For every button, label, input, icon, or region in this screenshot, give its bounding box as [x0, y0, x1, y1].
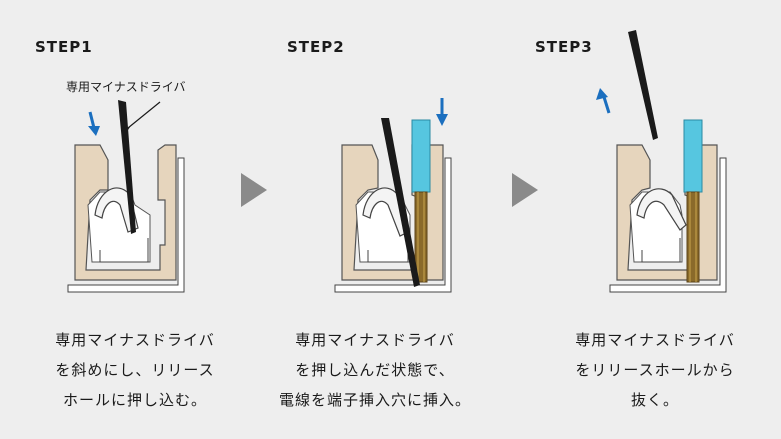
step1-caption-line1: 専用マイナスドライバ — [55, 331, 215, 349]
inner-frame — [641, 238, 681, 263]
clamp-spring — [636, 188, 687, 231]
blue-arrow-down-icon — [436, 98, 448, 126]
step2-terminal-diagram — [334, 98, 452, 293]
screwdriver — [118, 100, 136, 234]
blue-arrow-down-icon — [88, 111, 100, 136]
step2-caption-line2: を押し込んだ状態で、 — [295, 361, 455, 379]
screwdriver — [381, 118, 420, 287]
step1-caption: 専用マイナスドライバ を斜めにし、リリース ホールに押し込む。 — [35, 325, 235, 415]
step1-title: STEP1 — [35, 38, 93, 56]
step2-caption: 専用マイナスドライバ を押し込んだ状態で、 電線を端子挿入穴に挿入。 — [255, 325, 495, 415]
step1-panel: STEP1 専用マイナスドライバ 専用マイナスドライバ を斜めにし、リリース ホ… — [0, 0, 260, 439]
step1-caption-line2: を斜めにし、リリース — [55, 361, 215, 379]
step2-title: STEP2 — [287, 38, 345, 56]
step3-title: STEP3 — [535, 38, 593, 56]
base-plate — [67, 157, 185, 293]
base-plate — [334, 157, 452, 293]
callout-leader-line — [127, 101, 161, 129]
base-plate — [609, 157, 727, 293]
step3-panel: STEP3 専用マイナスドライバ をリリースホールから 抜く。 — [530, 0, 781, 439]
step2-caption-line3: 電線を端子挿入穴に挿入。 — [278, 391, 471, 409]
terminal-housing — [74, 144, 177, 281]
triangle-right-icon — [512, 173, 538, 207]
step1-caption-line3: ホールに押し込む。 — [62, 391, 207, 409]
step3-caption-line2: をリリースホールから — [575, 361, 735, 379]
step3-terminal-diagram — [596, 30, 727, 293]
inner-frame — [99, 238, 149, 263]
step3-caption-line3: 抜く。 — [630, 391, 679, 409]
triangle-right-icon — [241, 173, 267, 207]
wire-insulation — [411, 119, 431, 193]
wire-core — [686, 191, 700, 283]
step2-panel: STEP2 専用マイナスドライバ を押し込んだ状態で、 電線を端子挿入穴に挿入。 — [260, 0, 510, 439]
step1-terminal-diagram — [67, 100, 185, 293]
step2-caption-line1: 専用マイナスドライバ — [295, 331, 455, 349]
step3-caption-line1: 専用マイナスドライバ — [575, 331, 735, 349]
step3-caption: 専用マイナスドライバ をリリースホールから 抜く。 — [555, 325, 755, 415]
wire-insulation — [683, 119, 703, 193]
step1-callout-label: 専用マイナスドライバ — [66, 80, 186, 94]
screwdriver — [628, 30, 658, 140]
blue-arrow-up-icon — [596, 88, 611, 114]
